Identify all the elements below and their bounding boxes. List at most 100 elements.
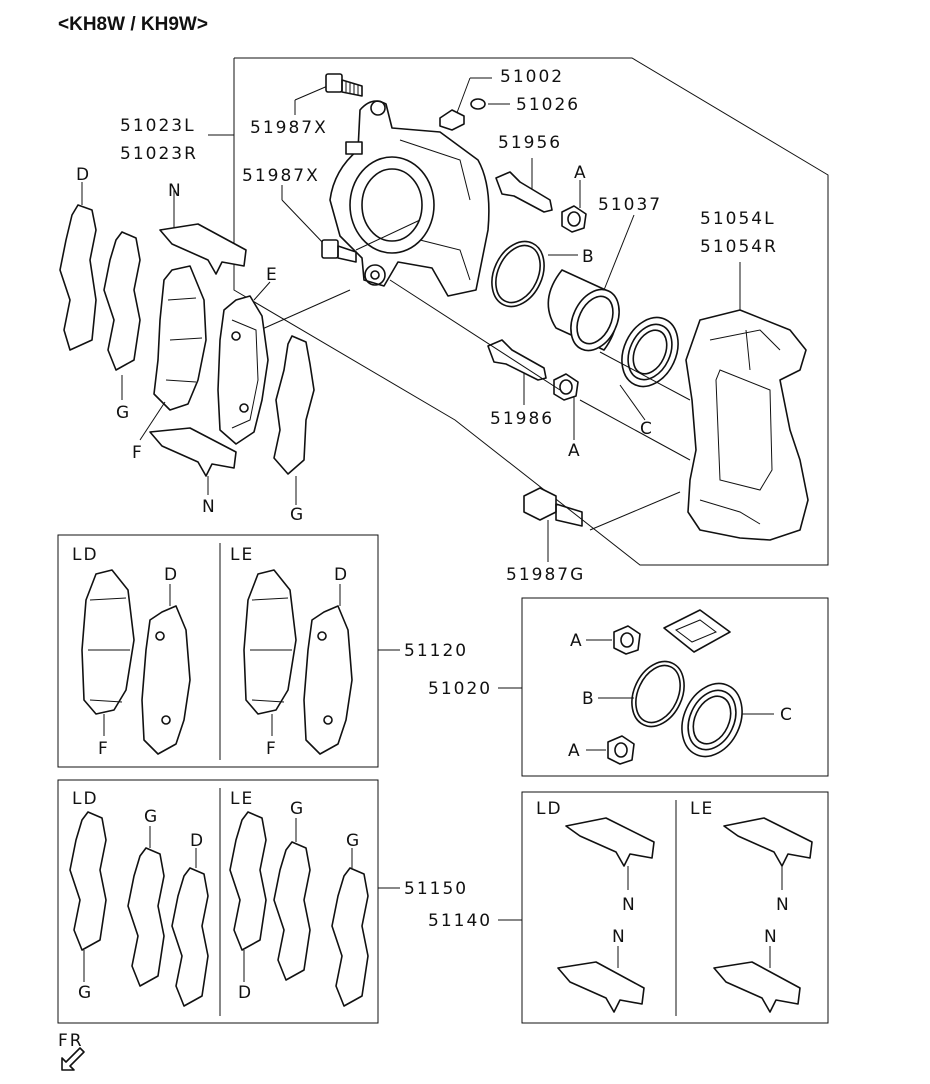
callout-51987x-top: 51987X	[250, 118, 328, 138]
variant-ld-51150: LD	[72, 789, 99, 809]
letter-g-51150-ld-1: G	[144, 807, 159, 827]
letter-n-51140-ld-top: N	[622, 895, 637, 915]
letter-g-51150-le-2: G	[346, 831, 361, 851]
letter-n-51140-le-bottom: N	[764, 927, 779, 947]
kit-boot-a-bottom	[607, 735, 635, 765]
letter-f-51120-le: F	[266, 739, 278, 759]
front-marker-label: FR	[58, 1031, 84, 1051]
brake-pad-e	[217, 295, 269, 445]
callout-51150: 51150	[404, 879, 468, 899]
callout-51037: 51037	[598, 195, 662, 215]
kit-dust-boot-c	[681, 682, 743, 758]
letter-g-right: G	[290, 505, 305, 525]
boot-a-top	[561, 205, 587, 233]
letter-a-top: A	[574, 163, 588, 183]
clip-ld-top	[565, 817, 655, 867]
letter-d-51150-le: D	[238, 983, 253, 1003]
letter-f-main: F	[132, 443, 144, 463]
letter-g-51150-ld-2: G	[78, 983, 93, 1003]
caliper-assembly-outline	[233, 57, 829, 566]
shim-le-g-1	[273, 841, 311, 981]
letter-b-main: B	[582, 247, 596, 267]
shim-ld-d	[171, 867, 209, 1007]
clip-n-bottom	[149, 427, 237, 477]
callout-51140: 51140	[428, 911, 492, 931]
diagram-title: <KH8W / KH9W>	[58, 14, 208, 35]
pad-ld-e	[141, 605, 191, 755]
shim-ld-g-2	[127, 847, 165, 987]
clip-le-top	[723, 817, 813, 867]
letter-f-51120-ld: F	[98, 739, 110, 759]
bolt-51987x-mid	[321, 239, 357, 263]
clip-le-bottom	[713, 961, 801, 1013]
letter-c-kit: C	[780, 705, 794, 725]
box-51140	[521, 791, 829, 1024]
box-51020	[521, 597, 829, 777]
grease-packet	[663, 609, 731, 653]
variant-le-51120: LE	[230, 545, 254, 565]
brake-pad-f	[153, 265, 207, 411]
piston-51037	[547, 269, 620, 352]
callout-51023r: 51023R	[120, 144, 198, 164]
boot-a-lower	[553, 373, 579, 401]
shim-d-left	[59, 204, 97, 351]
caliper-body	[329, 100, 490, 297]
kit-boot-a-top	[613, 625, 641, 655]
letter-a-lower: A	[568, 441, 582, 461]
letter-b-kit: B	[582, 689, 596, 709]
letter-a-kit-bottom: A	[568, 741, 582, 761]
bolt-51987x-top	[325, 73, 363, 97]
pad-le-f	[243, 569, 297, 715]
pad-le-e	[303, 605, 353, 755]
dust-boot-c	[621, 316, 679, 388]
letter-n-51140-le-top: N	[776, 895, 791, 915]
guide-pin-51956	[495, 171, 553, 213]
callout-51987x-mid: 51987X	[242, 166, 320, 186]
callout-51026: 51026	[516, 95, 580, 115]
letter-n-top: N	[168, 181, 183, 201]
box-51150	[57, 779, 379, 1024]
guide-pin-51986	[487, 339, 547, 381]
callout-51120: 51120	[404, 641, 468, 661]
shim-le-g-2	[331, 867, 369, 1007]
callout-51002: 51002	[500, 67, 564, 87]
shim-ld-g-1	[69, 811, 107, 951]
letter-g-51150-le-1: G	[290, 799, 305, 819]
letter-d-51120-le: D	[334, 565, 349, 585]
letter-c-main: C	[640, 419, 654, 439]
letter-e-main: E	[266, 265, 279, 285]
callout-51987g: 51987G	[506, 565, 585, 585]
variant-ld-51120: LD	[72, 545, 99, 565]
caliper-support-bracket	[685, 309, 809, 541]
front-direction-arrow-icon	[61, 1047, 85, 1071]
callout-51986: 51986	[490, 409, 554, 429]
variant-le-51140: LE	[690, 799, 714, 819]
clip-n-top	[159, 223, 247, 275]
letter-d-51150-ld: D	[190, 831, 205, 851]
shim-g-right	[273, 335, 315, 475]
shim-g-left	[103, 231, 141, 371]
variant-ld-51140: LD	[536, 799, 563, 819]
bleeder-cap-51026	[470, 98, 486, 110]
letter-d-left: D	[76, 165, 91, 185]
kit-seal-b	[631, 660, 685, 728]
clip-ld-bottom	[557, 961, 645, 1013]
letter-d-51120-ld: D	[164, 565, 179, 585]
callout-51023l: 51023L	[120, 116, 196, 136]
callout-51956: 51956	[498, 133, 562, 153]
bolt-51987g	[523, 487, 583, 527]
variant-le-51150: LE	[230, 789, 254, 809]
piston-seal-b	[491, 240, 545, 308]
callout-51020: 51020	[428, 679, 492, 699]
letter-g-left: G	[116, 403, 131, 423]
callout-51054r: 51054R	[700, 237, 778, 257]
letter-n-51140-ld-bottom: N	[612, 927, 627, 947]
letter-n-bottom: N	[202, 497, 217, 517]
shim-le-d	[229, 811, 267, 951]
box-51120	[57, 534, 379, 768]
pad-ld-f	[81, 569, 135, 715]
bleeder-screw-51002	[439, 109, 465, 131]
callout-51054l: 51054L	[700, 209, 776, 229]
letter-a-kit-top: A	[570, 631, 584, 651]
